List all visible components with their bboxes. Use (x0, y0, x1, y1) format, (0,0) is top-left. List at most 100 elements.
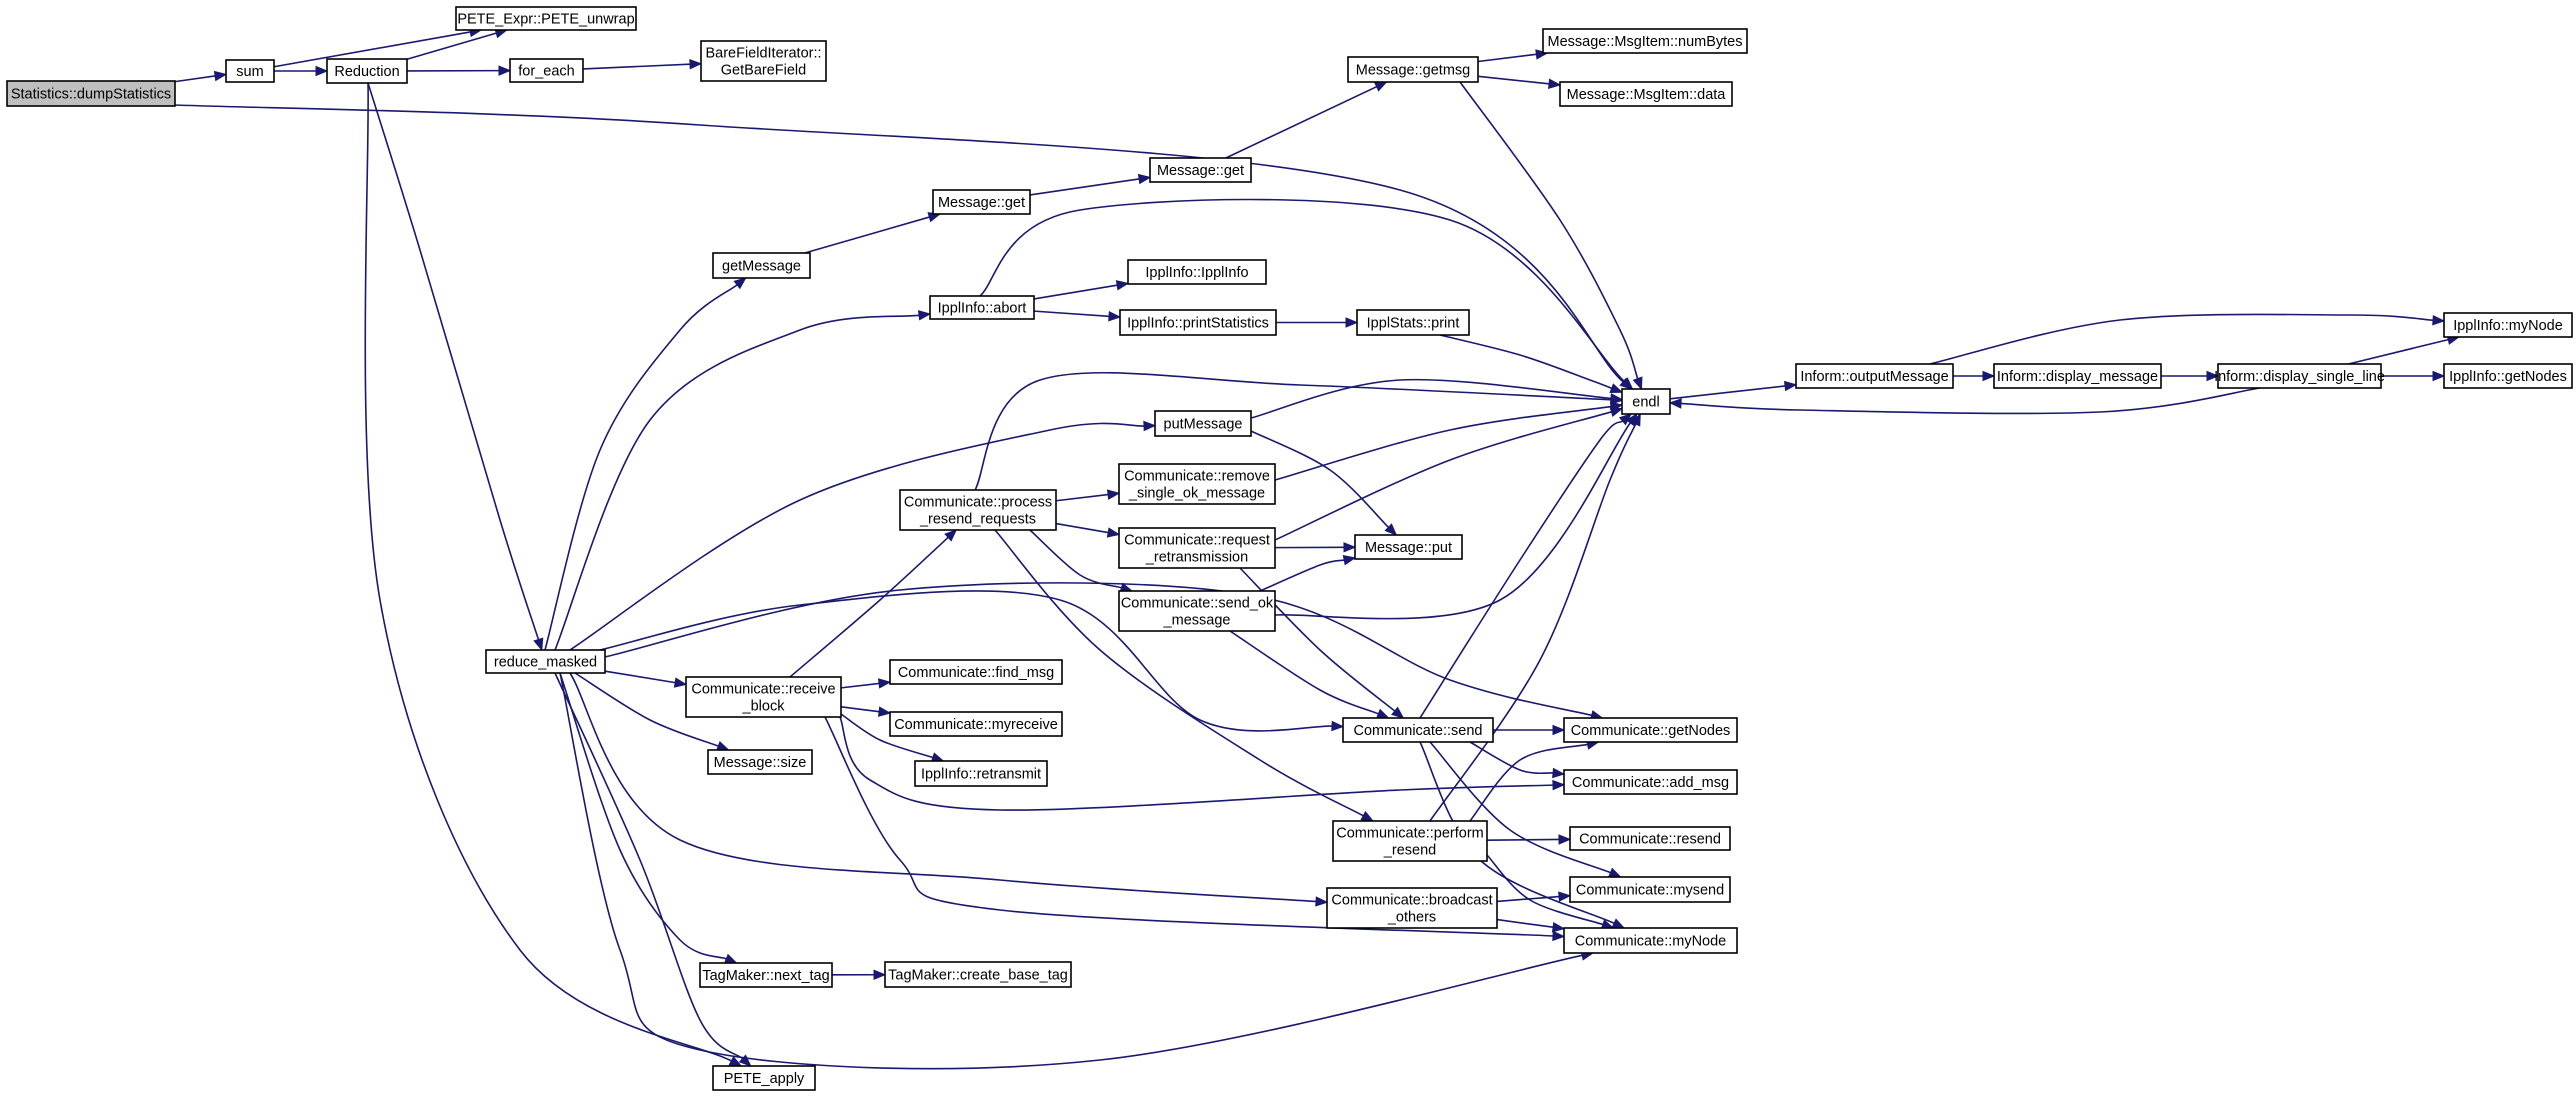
node-ipplinfo-abort[interactable]: IpplInfo::abort (929, 295, 1035, 320)
node-ipplinfo-ipplinfo[interactable]: IpplInfo::IpplInfo (1127, 259, 1267, 285)
arrowhead (1315, 896, 1329, 907)
node-outputmessage[interactable]: Inform::outputMessage (1795, 363, 1954, 389)
edge-ipplinfo-printstatistics-to-ipplstats-print (1276, 317, 1359, 328)
arrowhead (1137, 173, 1152, 185)
node-ipplinfo-mynode[interactable]: IpplInfo::myNode (2443, 312, 2573, 338)
arrowhead (1143, 420, 1157, 432)
node-create-base-tag[interactable]: TagMaker::create_base_tag (884, 961, 1072, 988)
edge-perform-resend-to-comm-resend (1486, 834, 1572, 845)
node-ipplinfo-printstatistics[interactable]: IpplInfo::printStatistics (1119, 309, 1277, 336)
node-getmessage[interactable]: getMessage (712, 252, 811, 279)
edge-line (1496, 895, 1560, 903)
node-getbarefield[interactable]: BareFieldIterator::GetBareField (700, 40, 827, 82)
node-dumpstatistics[interactable]: Statistics::dumpStatistics (6, 80, 176, 107)
node-box (712, 1065, 816, 1091)
edge-outputmessage-to-ipplinfo-mynode (1929, 313, 2446, 365)
node-find-msg[interactable]: Communicate::find_msg (889, 659, 1063, 685)
node-message-put[interactable]: Message::put (1354, 534, 1463, 560)
edge-dumpstatistics-to-sum (174, 70, 228, 83)
edge-line (1929, 313, 2434, 365)
node-add-msg[interactable]: Communicate::add_msg (1563, 769, 1738, 795)
node-box (1569, 876, 1731, 903)
node-box (1347, 56, 1479, 83)
edge-line (1029, 529, 1122, 589)
node-message-get[interactable]: Message::get (932, 189, 1031, 215)
node-msgitem-numbytes[interactable]: Message::MsgItem::numBytes (1542, 28, 1748, 54)
node-reduce-masked[interactable]: reduce_masked (485, 649, 606, 674)
node-comm-getnodes[interactable]: Communicate::getNodes (1563, 717, 1738, 743)
arrowhead (689, 58, 703, 70)
node-perform-resend[interactable]: Communicate::perform_resend (1332, 820, 1488, 862)
arrowhead (1345, 317, 1359, 328)
node-display-single-line[interactable]: Inform::display_single_line (2214, 363, 2385, 389)
edge-perform-resend-to-endl (1429, 412, 1641, 822)
arrowhead (917, 310, 932, 321)
node-ipplinfo-getnodes[interactable]: IpplInfo::getNodes (2443, 363, 2573, 389)
node-box (914, 760, 1048, 787)
edge-line (979, 198, 1625, 383)
node-label: Message::size (714, 755, 807, 771)
edge-line (1429, 741, 1611, 874)
node-ipplstats-print[interactable]: IpplStats::print (1356, 309, 1470, 336)
node-receive-block[interactable]: Communicate::receive_block (685, 676, 842, 718)
node-retransmit[interactable]: IpplInfo::retransmit (914, 760, 1048, 787)
edge-line (559, 672, 1583, 1070)
node-comm-send[interactable]: Communicate::send (1342, 717, 1494, 743)
arrowhead (2206, 370, 2220, 382)
node-myreceive[interactable]: Communicate::myreceive (889, 711, 1063, 737)
node-message-getmsg[interactable]: Message::getmsg (1347, 56, 1479, 83)
node-message-size[interactable]: Message::size (707, 749, 813, 775)
node-message-get2[interactable]: Message::get (1149, 157, 1252, 183)
node-next-tag[interactable]: TagMaker::next_tag (699, 962, 833, 988)
edge-dumpstatistics-to-endl (174, 104, 1633, 390)
edge-display-message-to-display-single-line (2161, 370, 2220, 382)
arrowhead (728, 1056, 743, 1067)
edge-receive-block-to-myreceive (840, 706, 892, 717)
node-process-resend[interactable]: Communicate::process_resend_requests (899, 489, 1057, 531)
node-for-each[interactable]: for_each (509, 58, 584, 83)
node-label: _others (1387, 910, 1436, 926)
arrowhead (1552, 930, 1566, 942)
arrowhead (1373, 81, 1388, 92)
node-pete-apply[interactable]: PETE_apply (712, 1065, 816, 1091)
node-broadcast-others[interactable]: Communicate::broadcast_others (1326, 887, 1498, 929)
node-label: IpplInfo::myNode (2453, 318, 2563, 334)
edge-process-resend-to-request-retrans (1055, 522, 1121, 538)
arrowhead (1391, 706, 1405, 719)
node-label: reduce_masked (494, 655, 597, 671)
edge-line (1033, 284, 1118, 300)
arrowhead (1375, 708, 1390, 719)
node-reduction[interactable]: Reduction (326, 58, 408, 84)
node-box (1118, 590, 1276, 632)
node-box (1149, 157, 1252, 183)
node-msgitem-data[interactable]: Message::MsgItem::data (1559, 81, 1733, 107)
edge-sum-to-reduction (274, 65, 329, 77)
edge-message-getmsg-to-endl (1459, 81, 1643, 391)
node-endl[interactable]: endl (1621, 388, 1671, 415)
arrowhead (1607, 867, 1622, 878)
edge-line (604, 670, 676, 684)
edge-endl-to-outputmessage (1669, 380, 1798, 400)
node-mysend[interactable]: Communicate::mysend (1569, 876, 1731, 903)
node-sum[interactable]: sum (225, 59, 275, 83)
node-send-ok[interactable]: Communicate::send_ok_message (1118, 590, 1276, 632)
node-remove-single[interactable]: Communicate::remove_single_ok_message (1118, 463, 1276, 505)
node-box (1559, 81, 1733, 107)
arrowhead (1609, 406, 1624, 417)
node-display-message[interactable]: Inform::display_message (1993, 363, 2162, 389)
edge-reduce-masked-to-receive-block (604, 670, 688, 688)
node-box (700, 40, 827, 82)
node-comm-resend[interactable]: Communicate::resend (1569, 826, 1731, 851)
node-comm-mynode[interactable]: Communicate::myNode (1563, 927, 1738, 954)
node-label: Communicate::send_ok (1121, 596, 1274, 612)
node-label: _retransmission (1145, 550, 1248, 566)
edge-message-get2-to-message-getmsg (1225, 81, 1388, 159)
edge-line (1029, 178, 1140, 196)
node-putmessage[interactable]: putMessage (1154, 410, 1252, 437)
node-box (1993, 363, 2162, 389)
arrowhead (877, 706, 892, 717)
node-pete-unwrap[interactable]: PETE_Expr::PETE_unwrap (455, 6, 637, 31)
node-box (1621, 388, 1671, 415)
edge-line (974, 371, 1612, 491)
node-request-retrans[interactable]: Communicate::request_retransmission (1118, 527, 1276, 569)
